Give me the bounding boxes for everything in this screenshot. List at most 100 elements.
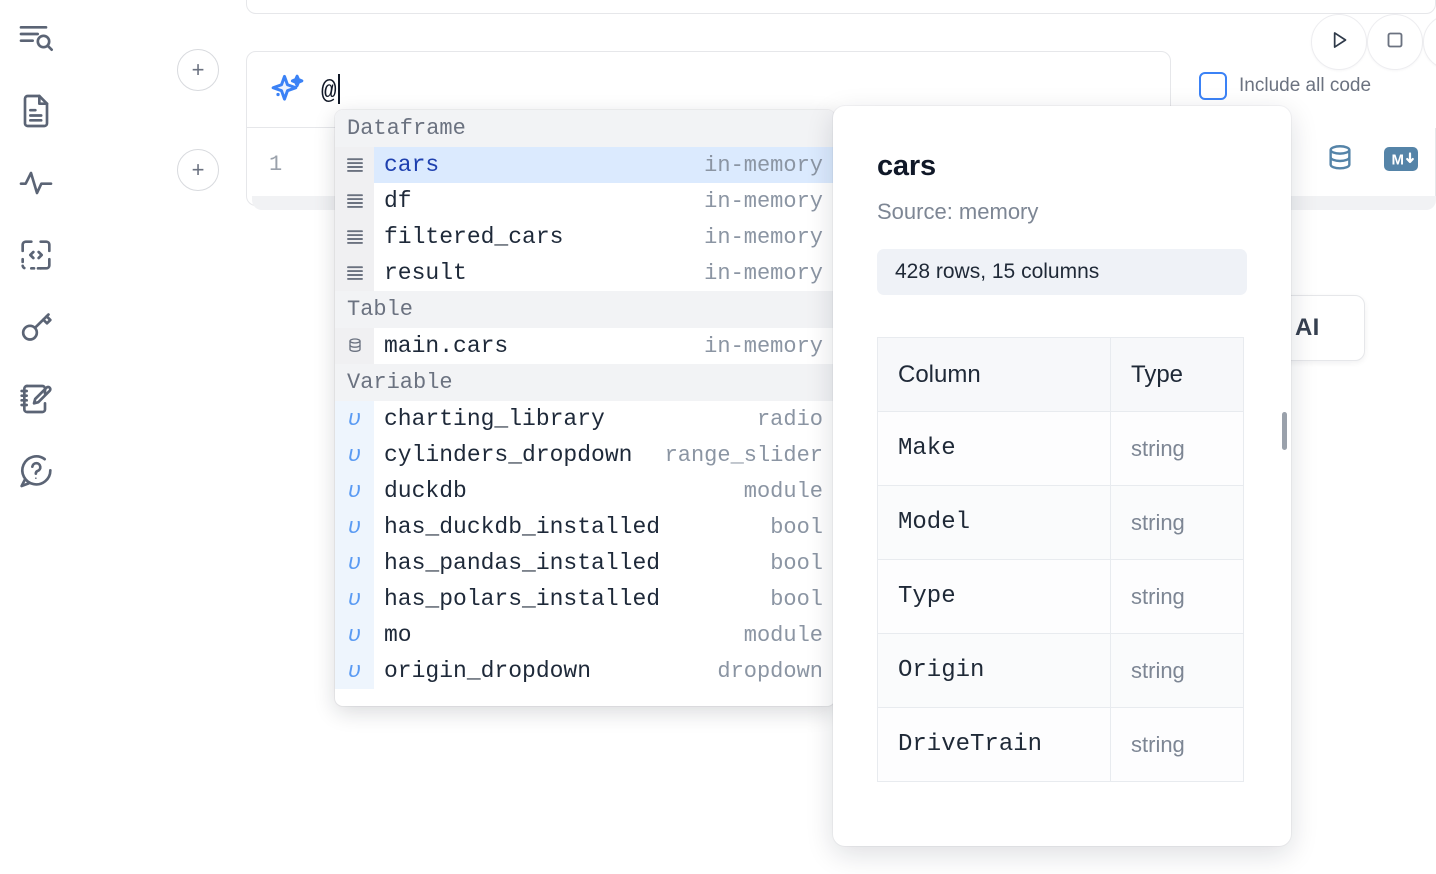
schema-type-cell: string — [1110, 707, 1244, 782]
ai-prompt-value: @ — [321, 75, 337, 106]
variable-icon: υ — [335, 509, 374, 545]
file-text-icon[interactable] — [12, 86, 60, 136]
schema-column-name: DriveTrain — [898, 731, 1043, 758]
autocomplete-item[interactable]: filtered_cars in-memory — [335, 219, 835, 255]
text-caret — [337, 73, 340, 104]
play-icon — [1326, 27, 1352, 58]
add-cell-label: + — [191, 157, 205, 182]
detail-scrollbar-thumb[interactable] — [1282, 412, 1287, 450]
sparkles-icon — [267, 69, 309, 111]
dataframe-icon — [335, 255, 374, 291]
schema-type-value: string — [1131, 583, 1185, 609]
variable-icon: υ — [335, 581, 374, 617]
more-options-button[interactable] — [1423, 14, 1436, 70]
autocomplete-item-body: filtered_cars in-memory — [374, 219, 835, 255]
variable-icon: υ — [335, 473, 374, 509]
dataframe-icon — [335, 147, 374, 183]
autocomplete-item-type: range_slider — [664, 442, 823, 468]
include-all-code-row[interactable]: Include all code — [1199, 72, 1371, 100]
svg-text:M: M — [1392, 152, 1405, 169]
autocomplete-item[interactable]: υ cylinders_dropdown range_slider — [335, 437, 835, 473]
autocomplete-item-type: module — [743, 622, 823, 648]
run-cell-button[interactable] — [1311, 14, 1367, 70]
autocomplete-item-name: cylinders_dropdown — [384, 442, 633, 468]
autocomplete-item-type: in-memory — [704, 333, 823, 359]
autocomplete-group-header: Variable — [335, 364, 835, 401]
autocomplete-item-body: main.cars in-memory — [374, 328, 835, 364]
add-cell-button-below[interactable]: + — [177, 149, 219, 191]
schema-table-row: Origin string — [877, 633, 1244, 708]
schema-type-header-label: Type — [1131, 360, 1184, 388]
key-icon[interactable] — [12, 302, 60, 352]
autocomplete-item-name: mo — [384, 622, 412, 648]
autocomplete-group-header: Dataframe — [335, 110, 835, 147]
autocomplete-item-type: bool — [770, 550, 823, 576]
schema-type-cell: string — [1110, 411, 1244, 486]
database-icon[interactable] — [1323, 142, 1357, 181]
autocomplete-item-name: has_duckdb_installed — [384, 514, 661, 540]
schema-column-cell: Make — [877, 411, 1111, 486]
schema-type-value: string — [1131, 435, 1185, 461]
autocomplete-item[interactable]: υ has_duckdb_installed bool — [335, 509, 835, 545]
schema-table-row: Make string — [877, 411, 1244, 486]
autocomplete-item-type: bool — [770, 586, 823, 612]
add-cell-button-above[interactable]: + — [177, 49, 219, 91]
code-brackets-icon[interactable] — [12, 230, 60, 280]
autocomplete-item-type: in-memory — [704, 224, 823, 250]
autocomplete-item-type: dropdown — [717, 658, 823, 684]
autocomplete-item-type: radio — [756, 406, 823, 432]
autocomplete-item-name: duckdb — [384, 478, 467, 504]
autocomplete-item-name: filtered_cars — [384, 224, 564, 250]
schema-column-cell: Model — [877, 485, 1111, 560]
include-all-code-checkbox[interactable] — [1199, 72, 1227, 100]
autocomplete-item-name: main.cars — [384, 333, 509, 359]
previous-cell-edge — [246, 0, 1436, 14]
autocomplete-item-type: module — [743, 478, 823, 504]
notebook-pencil-icon[interactable] — [12, 374, 60, 424]
schema-type-cell: string — [1110, 633, 1244, 708]
outline-search-icon[interactable] — [12, 14, 60, 64]
markdown-icon[interactable]: M — [1383, 146, 1419, 177]
left-icon-rail — [0, 0, 72, 874]
add-cell-label: + — [191, 57, 205, 82]
help-chat-icon[interactable] — [12, 446, 60, 496]
autocomplete-item-name: origin_dropdown — [384, 658, 592, 684]
activity-pulse-icon[interactable] — [12, 158, 60, 208]
ai-prompt-input[interactable]: @ — [321, 73, 340, 106]
stop-button[interactable] — [1367, 14, 1423, 70]
variable-icon: υ — [335, 437, 374, 473]
stop-square-icon — [1382, 27, 1408, 58]
schema-type-header: Type — [1110, 337, 1244, 412]
variable-icon: υ — [335, 617, 374, 653]
dataframe-icon — [335, 219, 374, 255]
autocomplete-item-type: bool — [770, 514, 823, 540]
table-db-icon — [335, 328, 374, 364]
schema-col-header-label: Column — [898, 360, 981, 388]
detail-source: Source: memory — [877, 199, 1039, 224]
variable-icon: υ — [335, 545, 374, 581]
autocomplete-item[interactable]: main.cars in-memory — [335, 328, 835, 364]
detail-title: cars — [877, 150, 936, 182]
completion-detail-panel: cars Source: memory 428 rows, 15 columns… — [833, 106, 1291, 846]
schema-column-name: Make — [898, 435, 956, 462]
line-number: 1 — [269, 152, 283, 177]
schema-col-header: Column — [877, 337, 1111, 412]
schema-table-header-row: Column Type — [877, 337, 1244, 412]
variable-icon: υ — [335, 401, 374, 437]
autocomplete-item-type: in-memory — [704, 188, 823, 214]
schema-type-cell: string — [1110, 559, 1244, 634]
schema-column-name: Origin — [898, 657, 985, 684]
